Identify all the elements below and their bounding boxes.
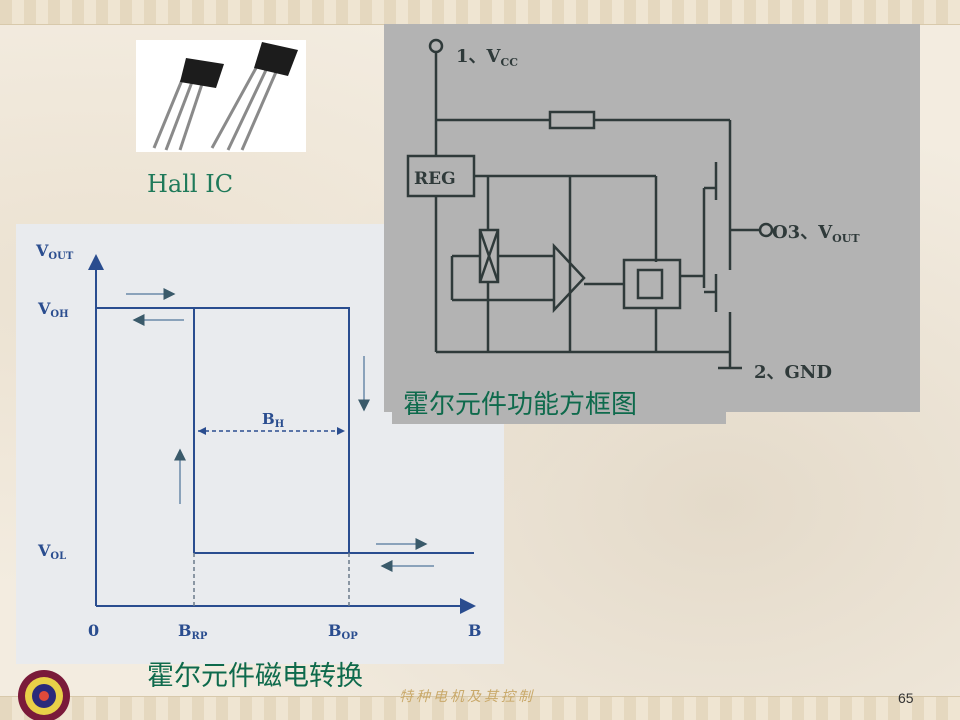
hall-ic-photo (136, 40, 306, 152)
y-axis-label: VOUT (35, 241, 74, 262)
conversion-graph-caption: 霍尔元件磁电转换 (147, 661, 363, 692)
page-number: 65 (898, 690, 914, 706)
decorative-border-top (0, 0, 960, 25)
block-diagram-caption: 霍尔元件功能方框图 (403, 390, 638, 420)
bh-label: BH (262, 410, 284, 430)
brp-label: BRP (178, 621, 208, 642)
pin1-label: 1、VCC (456, 46, 518, 69)
hall-ic-caption: Hall IC (147, 170, 234, 198)
schmitt-trigger (622, 258, 682, 310)
pin2-label: 2、GND (754, 362, 832, 383)
reg-label: REG (414, 169, 456, 189)
resistor (548, 110, 596, 130)
x-axis-label: B (468, 621, 482, 640)
conversion-graph: VOUT VOH VOL 0 BRP BOP B BH (35, 241, 482, 642)
bop-label: BOP (328, 621, 358, 642)
hysteresis-loop (96, 307, 474, 554)
amplifier (552, 242, 586, 314)
block-diagram-panel: REG 1、VCC O3、VOUT 2、GND (384, 24, 920, 412)
hall-ic-chip-left (152, 58, 224, 151)
voh-label: VOH (37, 299, 69, 320)
hall-block-diagram: REG 1、VCC O3、VOUT 2、GND (406, 38, 860, 383)
course-title: 特种电机及其控制 (399, 689, 535, 705)
block-diagram-caption-box: 霍尔元件功能方框图 (392, 378, 726, 424)
vcc-terminal (428, 38, 444, 54)
course-logo (6, 660, 76, 720)
hall-ic-chip-right (210, 42, 298, 151)
decorative-border-bottom (0, 696, 960, 720)
vol-label: VOL (37, 541, 66, 562)
vout-terminal (758, 222, 774, 238)
pin3-label: O3、VOUT (772, 222, 860, 245)
origin-label: 0 (88, 621, 99, 640)
